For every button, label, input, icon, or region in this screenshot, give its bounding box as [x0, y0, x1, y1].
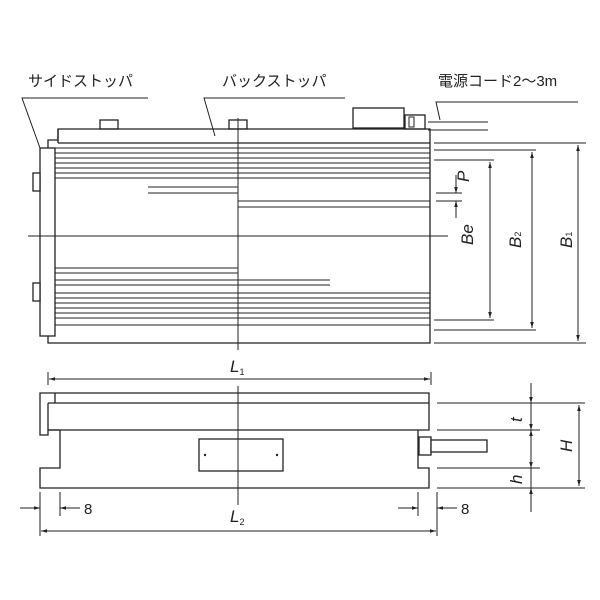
dim-b2: B2: [506, 232, 525, 248]
chuck-body-front: [39, 392, 430, 489]
cord-connector: [404, 114, 426, 130]
offset-left-value: 8: [84, 501, 92, 518]
power-cord: [428, 121, 488, 131]
bolt-icon: [99, 119, 119, 130]
back-stopper-callout: バックストッパ: [203, 73, 345, 137]
dim-b1: B1: [557, 232, 576, 248]
dim-h-total: H: [557, 439, 576, 452]
center-line: [28, 118, 448, 350]
bolt-icon: [32, 172, 41, 192]
top-view: Be P B2 B1: [28, 107, 586, 350]
dim-h-base: h: [507, 475, 526, 484]
side-stopper-label: サイドストッパ: [28, 73, 133, 90]
nameplate: [198, 438, 284, 472]
pole-pitch-lines: [55, 147, 430, 326]
back-stopper-plate: [57, 129, 430, 144]
dim-t: t: [507, 416, 526, 422]
power-cord-label: 電源コード2～3m: [438, 73, 557, 90]
offset-right-value: 8: [461, 501, 469, 518]
back-stopper-label: バックストッパ: [222, 73, 327, 90]
power-cord: [430, 439, 488, 453]
front-view: L1 t H h 8 8 L2: [20, 357, 585, 536]
dim-be: Be: [458, 224, 477, 245]
side-stopper: [39, 147, 56, 337]
control-box: [352, 107, 405, 129]
bolt-icon: [32, 282, 41, 302]
dim-l1: L1: [230, 357, 244, 377]
side-stopper-callout: サイドストッパ: [21, 73, 148, 149]
cord-connector: [418, 436, 432, 456]
dim-l2: L2: [230, 507, 244, 527]
power-cord-callout: 電源コード2～3m: [435, 73, 578, 121]
dim-p: P: [454, 170, 473, 182]
